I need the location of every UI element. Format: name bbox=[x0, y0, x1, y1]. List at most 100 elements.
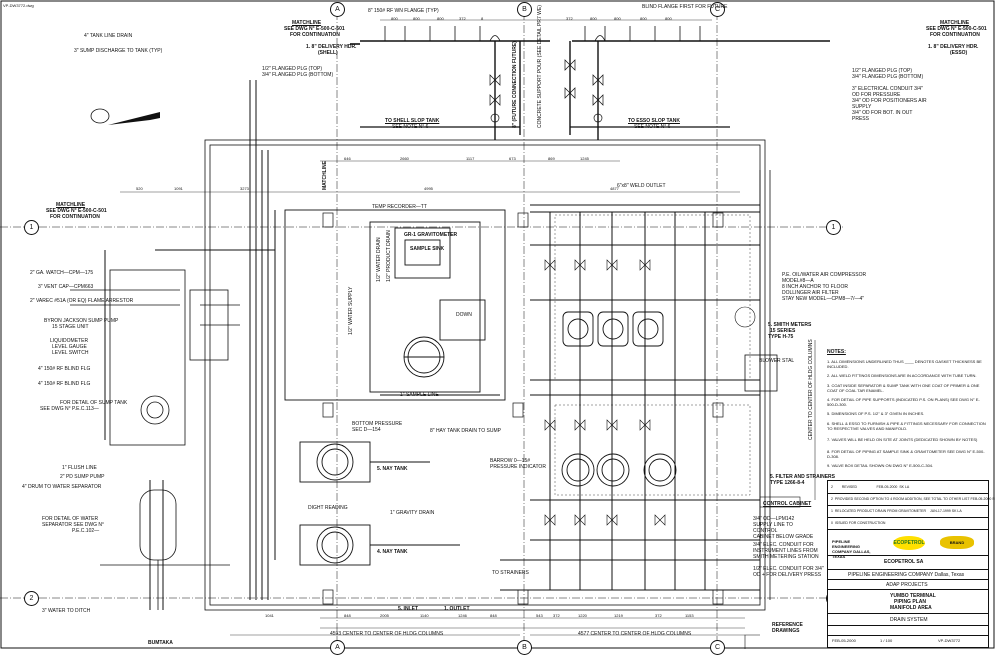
rev-row-2: 2 PROVIDED SECOND OPTION TO 4 ROOM ADDIT… bbox=[831, 497, 995, 501]
dim-bottom-7: 543 bbox=[536, 613, 543, 618]
label-gravity-drain: 1" GRAVITY DRAIN bbox=[390, 510, 435, 516]
label-side-center: CENTER TO CENTER OF HLDG COLUMNS bbox=[808, 339, 814, 440]
valves bbox=[489, 59, 604, 123]
tb-engineering: PIPELINE ENGINEERING COMPANY Dallas, Tex… bbox=[848, 572, 965, 578]
notes-panel: NOTES: 1. ALL DIMENSIONS UNDERLINED THUS… bbox=[827, 349, 987, 477]
grid-bubble-a-bottom: A bbox=[330, 640, 345, 655]
label-temp-recorder: TEMP RECORDER—TT bbox=[372, 204, 427, 210]
grid-bubble-c-bottom: C bbox=[710, 640, 725, 655]
control-cabinet-box bbox=[759, 496, 801, 508]
matchline-top-left-3: FOR CONTINUATION bbox=[290, 32, 340, 38]
tb-logo-left: PIPELINE ENGINEERING COMPANY DALLAS, TEX… bbox=[832, 539, 871, 559]
gravitometer-room bbox=[284, 209, 506, 401]
label-dight: DIGHT READING bbox=[308, 505, 348, 511]
label-water-sep-2: SEPARATOR SEE DWG N° bbox=[42, 522, 105, 528]
label-elec-conduit-3: 3/4" OD FOR POSITIONERS AIR bbox=[852, 98, 927, 104]
label-reference: REFERENCE bbox=[772, 622, 803, 628]
tb-scale: 1 / 100 bbox=[880, 638, 893, 643]
label-byron-2: 15 STAGE UNIT bbox=[52, 324, 89, 330]
label-byron: BYRON JACKSON SUMP PUMP bbox=[44, 318, 119, 324]
label-down: DOWN bbox=[456, 312, 472, 318]
rev-row-3: 1 RELOCATED PRODUCT DRAIN FROM GRAVITOME… bbox=[831, 509, 962, 513]
label-water-sep: FOR DETAIL OF WATER bbox=[42, 516, 99, 522]
tb-date: FEB-05-2000 bbox=[832, 638, 856, 643]
label-flanged-top: 1/2" FLANGED PLG (TOP) bbox=[262, 66, 323, 72]
matchline-top-right-3: FOR CONTINUATION bbox=[930, 32, 980, 38]
dim-mid-4: 673 bbox=[509, 156, 516, 161]
dim-row2-1: 520 bbox=[136, 186, 143, 191]
label-tank-drain: 4" TANK LINE DRAIN bbox=[84, 33, 133, 39]
header-branches bbox=[384, 26, 701, 42]
dim-bottom-3: 2005 bbox=[380, 613, 389, 618]
dim-bottom-8: 372 bbox=[553, 613, 560, 618]
label-elec-control-2: SUPPLY LINE TO bbox=[753, 522, 793, 528]
label-filter-strainers-2: TYPE 1266-8-4 bbox=[770, 480, 805, 486]
label-shell-slop-note: SEE NOTE N° 6 bbox=[392, 124, 429, 130]
label-gravitometer: GR-1 GRAVITOMETER bbox=[404, 232, 458, 238]
label-liquidometer-3: LEVEL SWITCH bbox=[52, 350, 89, 356]
label-elec-control: 3/4" OD—LPM142 bbox=[753, 516, 795, 522]
delivery-header bbox=[350, 40, 830, 45]
dim-top-5: 8 bbox=[481, 16, 484, 21]
manifold-piping bbox=[500, 204, 760, 591]
label-flange-top: 8" 150# RF WN FLANGE (TYP) bbox=[368, 8, 439, 14]
label-concrete-support: CONCRETE SUPPORT POUR (SEE DETAIL PR7 WE… bbox=[537, 5, 543, 128]
matchline-left-2: SEE DWG N° E-500-C-501 bbox=[46, 208, 107, 214]
reference-leader bbox=[744, 634, 760, 649]
label-flanged-bottom-r: 3/4" FLANGED PLG (BOTTOM) bbox=[852, 74, 924, 80]
label-ny-tank-1: 5. NAY TANK bbox=[377, 466, 408, 472]
water-separator bbox=[100, 489, 230, 610]
sump-tank bbox=[70, 269, 240, 446]
grid-bubble-1-right: 1 bbox=[826, 220, 841, 235]
label-flanged-top-r: 1/2" FLANGED PLG (TOP) bbox=[852, 68, 913, 74]
tb-terminal: YUMBO TERMINAL bbox=[890, 593, 936, 599]
label-smith-meters-3: TYPE H-75 bbox=[768, 334, 794, 340]
dim-row2-3: 3273 bbox=[240, 186, 249, 191]
compressor bbox=[734, 306, 756, 328]
dim-mid-2: 2660 bbox=[400, 156, 409, 161]
label-elec-conduit-c2: OD + FOR DELIVERY PRESS bbox=[753, 572, 822, 578]
label-pe-oilwater-3: 8 INCH ANCHOR TO FLOOR bbox=[782, 284, 848, 290]
dim-row2-5: 4877 bbox=[610, 186, 619, 191]
grid-bubble-c-top: C bbox=[710, 2, 725, 17]
grid-lines bbox=[0, 12, 845, 649]
label-drum-water: 4" DRUM TO WATER SEPARATOR bbox=[22, 484, 102, 490]
column-markers bbox=[322, 212, 724, 605]
tb-manifold: MANIFOLD AREA bbox=[890, 605, 932, 611]
label-inlet: 5. INLET bbox=[398, 606, 419, 612]
label-esso-slop: TO ESSO SLOP TANK bbox=[628, 118, 680, 124]
label-sump-detail: FOR DETAIL OF SUMP TANK bbox=[60, 400, 128, 406]
grid-bubble-1-left: 1 bbox=[24, 220, 39, 235]
brand-logo: BRAND bbox=[940, 536, 974, 549]
matchline-top-right-1: MATCHLINE bbox=[940, 20, 970, 26]
label-sample-line: 1" SAMPLE LINE bbox=[400, 392, 439, 398]
tb-drain: DRAIN SYSTEM bbox=[890, 617, 928, 623]
label-delivery-left: 1. 8" DELIVERY HDR. bbox=[306, 44, 357, 50]
label-water-ditch: 3" WATER TO DITCH bbox=[42, 608, 91, 614]
label-blower-stall: BLOWER STAL bbox=[759, 358, 795, 364]
label-pe-oilwater-2: MODEL#8—A bbox=[782, 278, 814, 284]
label-smith-meters-2: 15 SERIES bbox=[770, 328, 796, 334]
label-outlet: 1. OUTLET bbox=[444, 606, 470, 612]
smith-meters bbox=[562, 311, 664, 347]
label-elec-conduit-b2: INSTRUMENT LINES FROM bbox=[753, 548, 818, 554]
label-reference-2: DRAWINGS bbox=[772, 628, 800, 634]
dim-top-2: 800 bbox=[413, 16, 420, 21]
dim-bottom-6: 848 bbox=[490, 613, 497, 618]
label-blind-flange: BLIND FLANGE FIRST FOR FUTURE bbox=[642, 4, 728, 10]
dim-top-8: 800 bbox=[614, 16, 621, 21]
label-delivery-right: 1. 8" DELIVERY HDR. bbox=[928, 44, 979, 50]
label-delivery-left-sub: (SHELL) bbox=[318, 50, 338, 56]
label-future-connection: 8" (FUTURE CONNECTION FUTURE) bbox=[512, 41, 518, 128]
note-7: 7. VALVES WILL BE HELD ON SITE AT JOINTS… bbox=[827, 437, 978, 442]
label-filter-strainers: 5. FILTER AND STRAINERS bbox=[770, 474, 836, 480]
building-walls bbox=[204, 139, 778, 611]
label-elec-conduit-5: 3/4" OD FOR BOT. IN OUT bbox=[852, 110, 913, 116]
tb-piping-plan: PIPING PLAN bbox=[894, 599, 926, 605]
label-bumtaka: BUMTAKA bbox=[148, 640, 173, 646]
matchline-left-1: MATCHLINE bbox=[56, 202, 86, 208]
label-water-supply: 1/2" WATER SUPPLY bbox=[348, 286, 354, 335]
label-elec-conduit-6: PRESS bbox=[852, 116, 869, 122]
tb-projects: ADAP PROJECTS bbox=[886, 582, 928, 588]
